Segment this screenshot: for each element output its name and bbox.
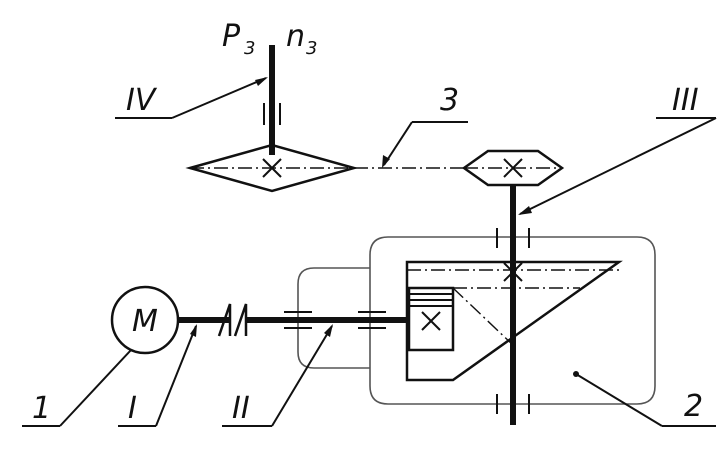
callout-shaft-iii-text: III bbox=[672, 83, 699, 118]
reducer-housing-outline bbox=[369, 236, 656, 405]
callout-shaft-i-arrowhead bbox=[190, 324, 197, 337]
callout-belt: 3 bbox=[382, 83, 468, 168]
bevel-pinion-cross-b bbox=[421, 311, 441, 331]
callout-reducer-text: 2 bbox=[684, 389, 703, 424]
power-subscript: 3 bbox=[244, 38, 255, 59]
motor-symbol: M bbox=[132, 304, 158, 339]
large-bevel-gear bbox=[405, 260, 623, 382]
motor: M bbox=[110, 285, 180, 355]
shaft-iii bbox=[496, 185, 530, 425]
callout-shaft-ii: II bbox=[222, 324, 333, 427]
large-bevel-gear-cross-b bbox=[503, 262, 523, 282]
output-label: P 3 n 3 bbox=[222, 19, 317, 59]
coupling bbox=[217, 303, 248, 337]
coupling-half-left bbox=[217, 303, 232, 337]
bevel-pinion bbox=[407, 286, 455, 352]
small-pulley bbox=[461, 149, 565, 187]
callout-shaft-ii-text: II bbox=[232, 391, 250, 426]
shaft-iv bbox=[263, 45, 281, 155]
callout-motor-leader bbox=[59, 349, 132, 427]
callout-reducer: 2 bbox=[573, 371, 716, 427]
callout-shaft-ii-leader bbox=[271, 325, 333, 427]
callout-shaft-iv: IV bbox=[115, 77, 268, 119]
motor-circle bbox=[110, 285, 180, 355]
callout-motor-text: 1 bbox=[32, 391, 51, 426]
bevel-gear-pair bbox=[405, 260, 623, 382]
speed-subscript: 3 bbox=[306, 38, 317, 59]
callout-belt-arrowhead bbox=[382, 155, 390, 168]
callout-shaft-i-leader bbox=[155, 325, 197, 427]
small-pulley-cross-b bbox=[503, 158, 523, 178]
callout-reducer-leader bbox=[575, 373, 663, 427]
large-pulley-cross-b bbox=[262, 158, 282, 178]
speed-symbol: n bbox=[286, 19, 305, 54]
callout-shaft-iv-arrowhead bbox=[255, 77, 268, 86]
shaft-ii bbox=[246, 311, 409, 329]
bevel-cone-line bbox=[452, 287, 514, 346]
callout-shaft-iii-arrowhead bbox=[518, 206, 532, 215]
callout-shaft-i-text: I bbox=[128, 391, 137, 426]
callout-shaft-ii-arrowhead bbox=[324, 324, 333, 337]
callout-motor: 1 bbox=[22, 349, 132, 427]
callout-shaft-iii-leader bbox=[519, 117, 717, 215]
callout-belt-text: 3 bbox=[440, 83, 459, 118]
callout-shaft-i: I bbox=[118, 324, 197, 427]
callout-shaft-iii: III bbox=[518, 83, 717, 215]
coupling-half-right bbox=[233, 303, 248, 337]
callout-shaft-iv-text: IV bbox=[126, 83, 158, 118]
power-symbol: P bbox=[222, 19, 241, 54]
callout-belt-leader bbox=[383, 121, 413, 166]
callout-shaft-iv-leader bbox=[171, 77, 267, 119]
